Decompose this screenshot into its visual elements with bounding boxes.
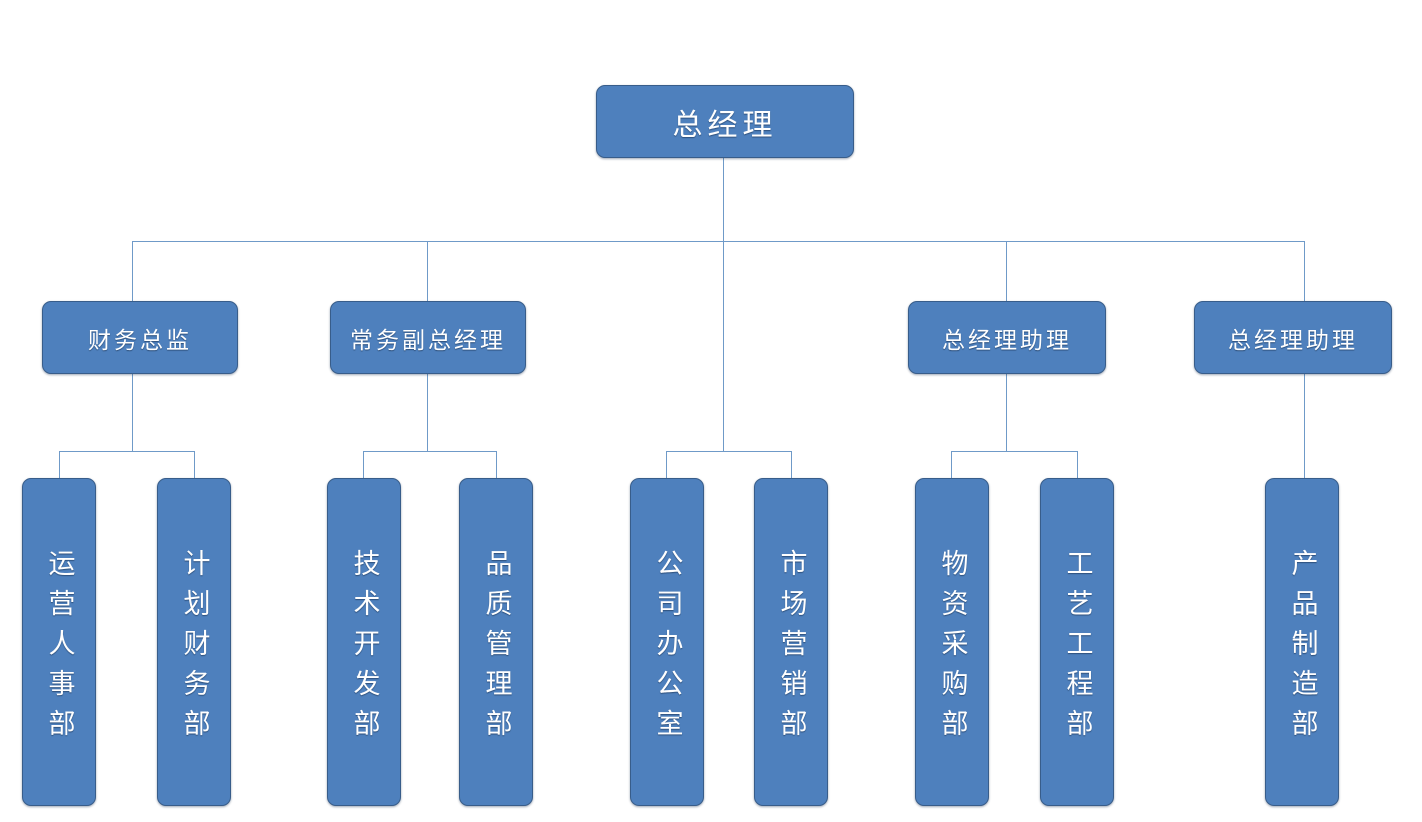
node-materials-purchasing[interactable]: 物资采购部 [915,478,989,806]
node-label: 市场营销部 [776,548,807,749]
node-marketing[interactable]: 市场营销部 [754,478,828,806]
connector-manager-stem [132,374,133,451]
connector-manager-stem [1304,374,1305,478]
node-planning-finance[interactable]: 计划财务部 [157,478,231,806]
node-gm-assistant-2[interactable]: 总经理助理 [1194,301,1392,374]
node-general-manager[interactable]: 总经理 [596,85,854,158]
node-tech-development[interactable]: 技术开发部 [327,478,401,806]
connector-manager-drop [132,241,133,301]
node-label: 常务副总经理 [350,327,506,353]
node-label: 技术开发部 [349,548,380,749]
node-label: 总经理助理 [942,327,1072,353]
connector-dept-drop [363,451,364,478]
connector-dept-drop [791,451,792,478]
node-label: 工艺工程部 [1062,548,1093,749]
connector-manager-drop [1304,241,1305,301]
connector-manager-stem [427,374,428,451]
node-exec-deputy-gm[interactable]: 常务副总经理 [330,301,526,374]
node-operations-hr[interactable]: 运营人事部 [22,478,96,806]
connector-dept-drop [59,451,60,478]
node-finance-director[interactable]: 财务总监 [42,301,238,374]
node-product-manufacturing[interactable]: 产品制造部 [1265,478,1339,806]
connector-dept-drop [194,451,195,478]
connector-dept-drop [1077,451,1078,478]
node-label: 物资采购部 [937,548,968,749]
node-process-engineering[interactable]: 工艺工程部 [1040,478,1114,806]
connector-sub-bus [666,451,791,452]
connector-dept-drop [666,451,667,478]
connector-root-stem-through [723,241,724,451]
connector-main-bus [132,241,1305,242]
node-label: 总经理 [672,108,778,142]
node-label: 计划财务部 [179,548,210,749]
connector-dept-drop [496,451,497,478]
node-label: 运营人事部 [44,548,75,749]
node-company-office[interactable]: 公司办公室 [630,478,704,806]
connector-sub-bus [951,451,1077,452]
connector-root-stem-top [723,158,724,241]
node-label: 总经理助理 [1228,327,1358,353]
node-gm-assistant-1[interactable]: 总经理助理 [908,301,1106,374]
connector-manager-stem [1006,374,1007,451]
connector-manager-drop [1006,241,1007,301]
node-quality-management[interactable]: 品质管理部 [459,478,533,806]
connector-sub-bus [363,451,496,452]
connector-sub-bus [59,451,194,452]
connector-dept-drop [951,451,952,478]
node-label: 品质管理部 [481,548,512,749]
node-label: 财务总监 [88,327,192,353]
node-label: 公司办公室 [652,548,683,749]
connector-manager-drop [427,241,428,301]
node-label: 产品制造部 [1287,548,1318,749]
